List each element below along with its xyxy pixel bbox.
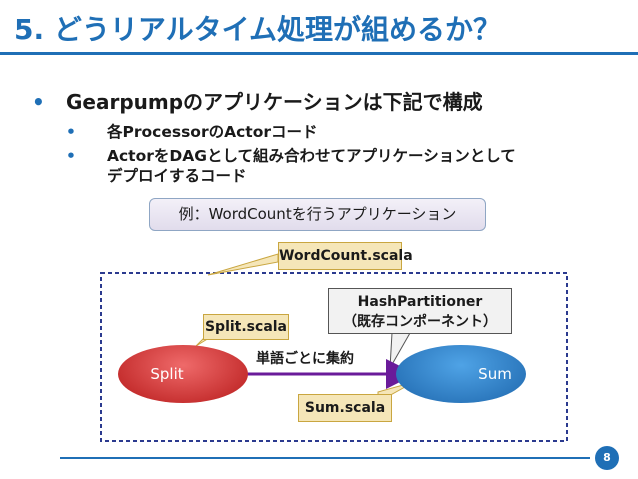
split-node-label: Split <box>150 365 184 383</box>
sum-node: Sum <box>396 345 526 403</box>
title-underline <box>0 52 638 55</box>
bullet-marker: • <box>66 147 76 165</box>
bullet-marker: • <box>32 90 45 114</box>
example-banner: 例：WordCountを行うアプリケーション <box>149 198 486 231</box>
footer-rule <box>60 457 590 459</box>
hash-partitioner-note: （既存コンポーネント） <box>343 314 497 330</box>
page-number-badge: 8 <box>595 446 619 470</box>
bullet-sub-1-text: 各ProcessorのActorコード <box>107 123 318 141</box>
split-scala-callout: Split.scala <box>203 314 289 340</box>
wordcount-callout-pointer <box>207 253 279 276</box>
bullet-sub-2-text-line1: ActorをDAGとして組み合わせてアプリケーションとして <box>107 147 516 165</box>
hash-partitioner-name: HashPartitioner <box>357 294 483 310</box>
wordcount-scala-callout: WordCount.scala <box>278 242 413 270</box>
slide-title: 5. どうリアルタイム処理が組めるか？ <box>14 13 502 46</box>
sum-node-label: Sum <box>478 365 512 383</box>
bullet-main-text: Gearpumpのアプリケーションは下記で構成 <box>66 90 483 114</box>
bullet-marker: • <box>66 123 76 141</box>
hash-partitioner-callout: HashPartitioner （既存コンポーネント） <box>328 288 512 334</box>
application-boundary <box>100 272 568 442</box>
edge-label: 単語ごとに集約 <box>256 351 354 367</box>
sum-scala-callout: Sum.scala <box>298 394 392 422</box>
bullet-sub-2-text-line2: デプロイするコード <box>107 167 247 185</box>
split-node: Split <box>118 345 248 403</box>
bullet-main: • Gearpumpのアプリケーションは下記で構成 <box>32 86 483 115</box>
